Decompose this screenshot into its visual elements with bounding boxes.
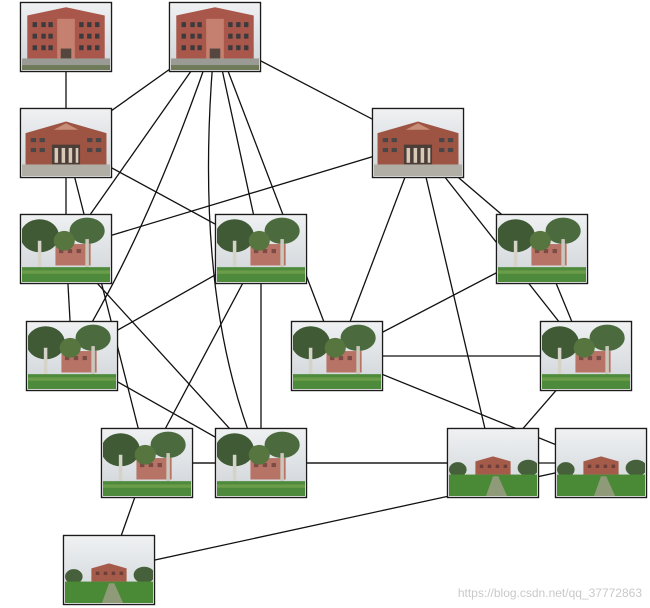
- photo-thumbnail: [171, 4, 259, 70]
- image-node-n5: [214, 213, 308, 285]
- edge-n2-n9: [214, 36, 338, 357]
- image-node-n3: [19, 107, 113, 179]
- photo-thumbnail: [22, 4, 110, 70]
- image-node-n6: [19, 213, 113, 285]
- photo-thumbnail: [449, 430, 537, 496]
- photo-thumbnail: [542, 323, 630, 389]
- photo-thumbnail: [374, 110, 462, 176]
- photo-thumbnail: [557, 430, 645, 496]
- image-node-n14: [554, 427, 648, 499]
- image-node-n11: [446, 427, 540, 499]
- image-node-n9: [290, 320, 384, 392]
- image-node-n8: [25, 320, 119, 392]
- edge-n2-n8: [71, 36, 216, 357]
- image-node-n1: [19, 1, 113, 73]
- node-layer: [19, 1, 648, 606]
- edge-n2-n6: [65, 36, 216, 250]
- image-node-n12: [214, 427, 308, 499]
- photo-thumbnail: [217, 216, 305, 282]
- edge-n3-n10: [65, 142, 148, 464]
- photo-thumbnail: [22, 216, 110, 282]
- image-node-n15: [62, 534, 156, 606]
- photo-thumbnail: [498, 216, 586, 282]
- photo-thumbnail: [65, 537, 153, 603]
- edge-n4-n6: [65, 142, 419, 250]
- photo-thumbnail: [28, 323, 116, 389]
- edge-n6-n12: [65, 248, 262, 464]
- image-node-n4: [371, 107, 465, 179]
- edge-n4-n9: [336, 142, 419, 357]
- image-node-n7: [495, 213, 589, 285]
- image-node-n2: [168, 1, 262, 73]
- photo-thumbnail: [103, 430, 191, 496]
- image-node-n13: [539, 320, 633, 392]
- photo-thumbnail: [22, 110, 110, 176]
- edge-n2-n5: [214, 36, 262, 250]
- photo-thumbnail: [293, 323, 381, 389]
- watermark-text: https://blog.csdn.net/qq_37772863: [457, 586, 642, 600]
- image-node-n10: [100, 427, 194, 499]
- photo-thumbnail: [217, 430, 305, 496]
- edge-n10-n5: [146, 248, 262, 464]
- edge-n4-n11: [417, 142, 494, 464]
